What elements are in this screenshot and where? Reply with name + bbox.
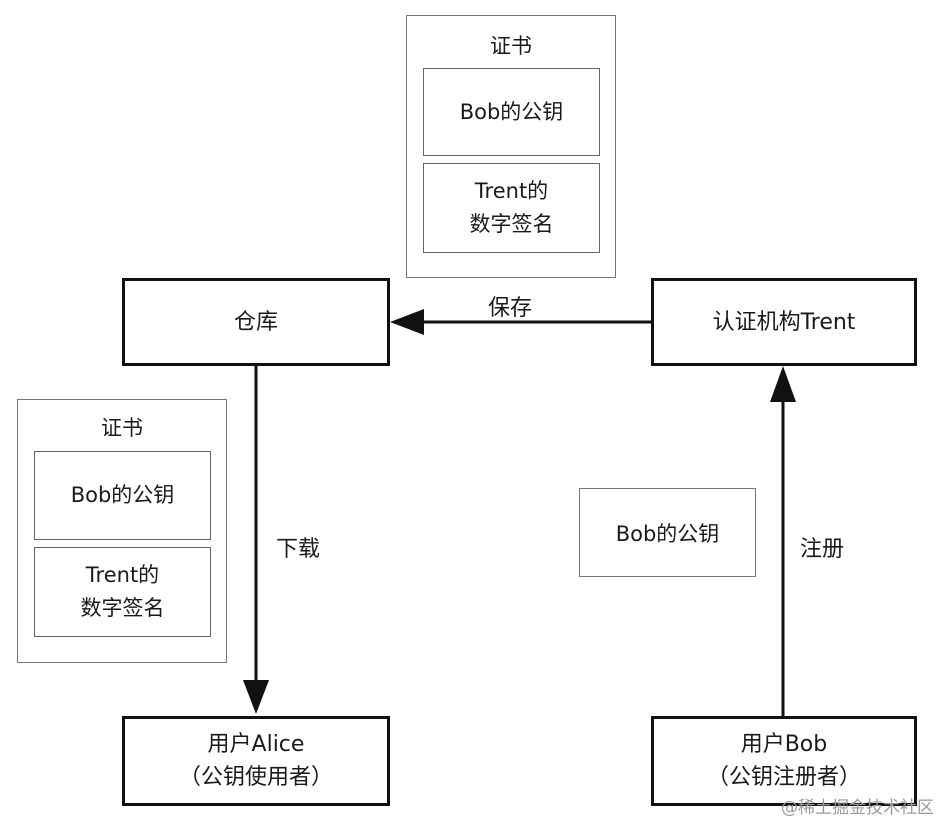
alice-label: 用户Alice （公钥使用者） [178,732,333,790]
ca-node: 认证机构Trent [651,278,917,366]
save-arrow-head [390,309,424,335]
watermark: @稀土掘金技术社区 [781,798,934,818]
alice-node: 用户Alice （公钥使用者） [122,716,390,806]
download-label: 下载 [276,537,321,562]
save-label: 保存 [488,296,533,321]
certificate-signature: Trent的 数字签名 [34,547,211,637]
certificate-signature: Trent的 数字签名 [423,163,600,253]
certificate-public-key: Bob的公钥 [423,68,600,156]
floating-public-key-label: Bob的公钥 [615,521,720,546]
bob-label: 用户Bob （公钥注册者） [706,732,861,790]
register-label: 注册 [800,537,845,562]
download-arrow-head [243,680,269,714]
bob-node: 用户Bob （公钥注册者） [651,716,917,806]
register-arrow-head [770,366,796,402]
floating-public-key: Bob的公钥 [579,488,756,577]
repository-label: 仓库 [233,309,278,335]
ca-label: 认证机构Trent [712,309,856,335]
certificate-title: 证书 [490,34,532,58]
certificate-public-key: Bob的公钥 [34,451,211,540]
certificate-left: 证书 Bob的公钥 Trent的 数字签名 [17,399,227,663]
repository-node: 仓库 [122,278,390,366]
certificate-top: 证书 Bob的公钥 Trent的 数字签名 [406,15,616,278]
certificate-title: 证书 [101,416,143,440]
